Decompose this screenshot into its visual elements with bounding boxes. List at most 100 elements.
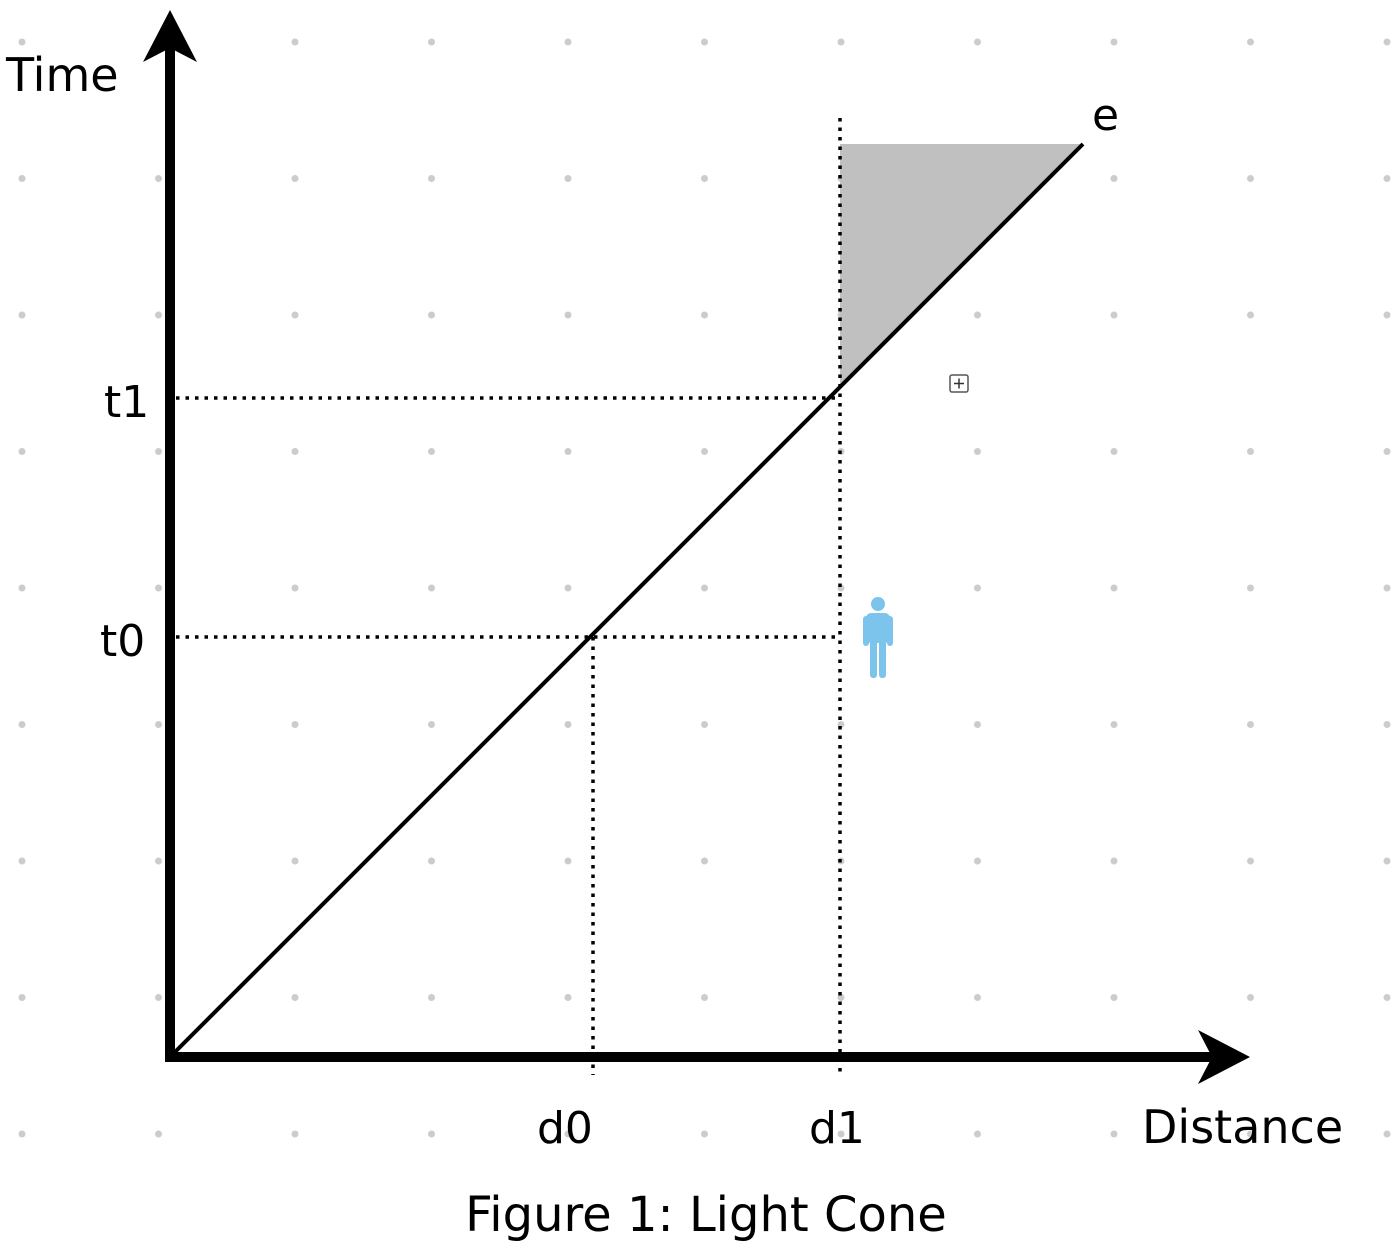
grid-dot xyxy=(1247,1130,1254,1138)
grid-dot xyxy=(974,311,981,319)
grid-dot xyxy=(701,584,708,592)
grid-dot xyxy=(155,448,162,455)
grid-dot xyxy=(974,857,981,865)
grid-dot xyxy=(1247,448,1254,455)
grid-dot xyxy=(837,1130,845,1138)
grid-dot xyxy=(701,175,708,182)
grid-dot xyxy=(1110,584,1118,592)
grid-dot xyxy=(1247,584,1254,592)
time-axis-arrowhead xyxy=(143,10,197,62)
grid-dot xyxy=(1247,175,1254,182)
grid-dot xyxy=(428,448,435,455)
tick-label-t0: t0 xyxy=(100,616,145,667)
grid-dot xyxy=(155,175,162,182)
grid-dot xyxy=(701,1130,708,1138)
grid-dot xyxy=(1110,448,1118,455)
grid-dot xyxy=(1383,38,1391,46)
grid-dot xyxy=(701,857,708,865)
grid-dot xyxy=(974,1130,981,1138)
grid-dot xyxy=(155,1130,162,1138)
grid-dot xyxy=(1383,721,1391,728)
grid-dot xyxy=(1110,38,1118,46)
grid-dot xyxy=(291,448,299,455)
grid-dot xyxy=(564,1130,572,1138)
grid-dot xyxy=(155,857,162,865)
grid-dot xyxy=(18,311,26,319)
figure-caption: Figure 1: Light Cone xyxy=(465,1187,947,1243)
grid-dot xyxy=(564,38,572,46)
grid-dot xyxy=(18,584,26,592)
grid-dot xyxy=(564,448,572,455)
grid-dot xyxy=(428,584,435,592)
grid-dot xyxy=(291,311,299,319)
grid-dot xyxy=(18,448,26,455)
grid-dot xyxy=(291,175,299,182)
grid-dot xyxy=(18,857,26,865)
background-grid xyxy=(18,38,1391,1138)
grid-dot xyxy=(1247,38,1254,46)
grid-dot xyxy=(564,311,572,319)
grid-dot xyxy=(701,311,708,319)
grid-dot xyxy=(701,994,708,1001)
distance-axis-arrowhead xyxy=(1198,1030,1250,1084)
grid-dot xyxy=(1110,857,1118,865)
grid-dot xyxy=(1247,994,1254,1001)
grid-dot xyxy=(974,994,981,1001)
grid-dot xyxy=(155,311,162,319)
grid-dot xyxy=(837,38,845,46)
grid-dot xyxy=(428,857,435,865)
grid-dot xyxy=(291,1130,299,1138)
grid-dot xyxy=(701,721,708,728)
grid-dot xyxy=(1383,448,1391,455)
grid-dot xyxy=(428,38,435,46)
grid-dot xyxy=(1383,175,1391,182)
person-icon xyxy=(863,597,893,678)
tick-label-t1: t1 xyxy=(104,377,149,428)
grid-dot xyxy=(155,721,162,728)
grid-dot xyxy=(974,448,981,455)
grid-dot xyxy=(291,721,299,728)
grid-dot xyxy=(155,584,162,592)
grid-dot xyxy=(1383,857,1391,865)
grid-dot xyxy=(18,1130,26,1138)
grid-dot xyxy=(428,721,435,728)
light-ray-line xyxy=(168,142,1085,1059)
grid-dot xyxy=(1383,994,1391,1001)
grid-dot xyxy=(428,311,435,319)
grid-dot xyxy=(701,448,708,455)
grid-dot xyxy=(155,994,162,1001)
grid-dot xyxy=(1110,1130,1118,1138)
grid-dot xyxy=(18,175,26,182)
grid-dot xyxy=(837,994,845,1001)
light-ray-label: e xyxy=(1092,90,1119,141)
grid-dot xyxy=(974,584,981,592)
grid-dot xyxy=(564,857,572,865)
grid-dot xyxy=(291,857,299,865)
grid-dot xyxy=(428,994,435,1001)
grid-dot xyxy=(974,721,981,728)
grid-dot xyxy=(564,175,572,182)
grid-dot xyxy=(1247,311,1254,319)
grid-dot xyxy=(1110,994,1118,1001)
tick-label-d1: d1 xyxy=(809,1103,865,1154)
grid-dot xyxy=(291,994,299,1001)
grid-dot xyxy=(18,721,26,728)
grid-dot xyxy=(1110,175,1118,182)
y-axis-label: Time xyxy=(5,48,119,102)
grid-dot xyxy=(1383,311,1391,319)
grid-dot xyxy=(1110,311,1118,319)
grid-dot xyxy=(564,994,572,1001)
grid-dot xyxy=(428,1130,435,1138)
grid-dot xyxy=(701,38,708,46)
grid-dot xyxy=(1247,721,1254,728)
grid-dot xyxy=(291,584,299,592)
grid-dot xyxy=(1247,857,1254,865)
grid-dot xyxy=(18,994,26,1001)
grid-dot xyxy=(428,175,435,182)
plus-box-icon[interactable] xyxy=(949,374,969,393)
tick-label-d0: d0 xyxy=(537,1103,593,1154)
grid-dot xyxy=(564,721,572,728)
guide-lines xyxy=(176,118,842,1075)
grid-dot xyxy=(1110,721,1118,728)
